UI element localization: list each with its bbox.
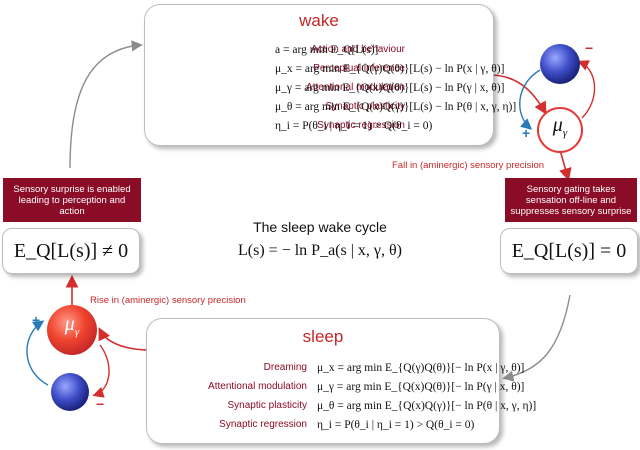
wake-row-attention: Attentional modulation	[145, 79, 405, 97]
wake-row-regression: Synaptic regression	[145, 117, 405, 135]
wake-row-action: Action and behaviour	[145, 41, 405, 59]
sleep-row-label: Dreaming	[263, 362, 307, 373]
mu-node-bottom	[47, 305, 97, 355]
sleep-row-label: Attentional modulation	[208, 381, 307, 392]
wake-row-equation: μ_γ = arg min E_{Q(x)Q(θ)}[L(s) − ln P(γ…	[275, 82, 505, 94]
mu-gamma-top-label: μγ	[552, 114, 568, 139]
arrow-right-down	[502, 294, 571, 382]
sleep-row-equation: μ_θ = arg min E_{Q(x)Q(γ)}[− ln P(θ | x,…	[317, 400, 537, 412]
arrow-mu-to-blue-bottom	[92, 344, 110, 398]
rise-caption: Rise in (aminergic) sensory precision	[90, 295, 246, 306]
wake-row-plasticity: Synaptic plasticity	[145, 98, 405, 116]
center-equation: L(s) = − ln P_a(s | x, γ, θ)	[238, 242, 402, 259]
sleep-row-equation: μ_x = arg min E_{Q(γ)Q(θ)}[− ln P(x | γ,…	[317, 362, 525, 374]
arrow-mu-to-blue-top	[577, 60, 596, 119]
wake-row-label: Synaptic plasticity	[325, 101, 405, 112]
sleep-row-equation: μ_γ = arg min E_{Q(x)Q(θ)}[− ln P(γ | x,…	[317, 381, 525, 393]
mu-node-top	[537, 107, 583, 153]
left-expectation-box: E_Q[L(s)] ≠ 0	[2, 228, 140, 274]
minus-sign-top: −	[585, 40, 594, 56]
sleep-row-label: Synaptic regression	[219, 419, 307, 430]
minus-sign-bottom: −	[96, 396, 105, 412]
wake-row-label: Perceptual inference	[313, 63, 405, 74]
wake-row-perceptual: Perceptual inference	[145, 60, 405, 78]
arrow-left-up	[69, 40, 143, 169]
wake-row-equation: a = arg min E_Q[L(s)]	[275, 44, 379, 56]
sleep-row-plasticity: Synaptic plasticity	[147, 397, 307, 415]
plus-sign-top: +	[522, 125, 531, 141]
fall-caption: Fall in (aminergic) sensory precision	[392, 160, 545, 171]
wake-row-label: Attentional modulation	[306, 82, 405, 93]
arrow-mu-to-gating	[559, 149, 572, 182]
wake-row-equation: μ_x = arg min E_{Q(γ)Q(θ)}[L(s) − ln P(x…	[275, 63, 505, 75]
blue-node-bottom	[51, 373, 89, 411]
plus-sign-bottom: +	[32, 312, 41, 328]
wake-row-equation: η_i = P(θ_i | η_i = 1) > Q(θ_i = 0)	[275, 120, 433, 132]
left-caption-box: Sensory surprise is enabled leading to p…	[3, 178, 141, 222]
sleep-panel: sleep Dreaming μ_x = arg min E_{Q(γ)Q(θ)…	[146, 318, 536, 444]
wake-title: wake	[299, 11, 339, 30]
wake-row-label: Synaptic regression	[317, 120, 405, 131]
arrow-sleep-to-mu	[98, 327, 151, 351]
wake-row-equation: μ_θ = arg min E_{Q(x)Q(γ)}[L(s) − ln P(θ…	[275, 101, 517, 113]
wake-row-label: Action and behaviour	[311, 44, 405, 55]
sleep-row-equation: η_i = P(θ_i | η_i = 1) > Q(θ_i = 0)	[317, 419, 475, 431]
blue-node-top	[540, 44, 580, 84]
right-caption-box: Sensory gating takes sensation off-line …	[505, 178, 637, 222]
right-expectation-box: E_Q[L(s)] = 0	[500, 228, 638, 274]
sleep-title: sleep	[302, 327, 344, 346]
arrow-wake-to-mu	[489, 74, 547, 115]
sleep-row-label: Synaptic plasticity	[227, 400, 307, 411]
arrow-blue-to-mu-top	[519, 69, 541, 130]
sleep-row-attention: Attentional modulation	[147, 378, 307, 396]
sleep-row-regression: Synaptic regression	[147, 416, 307, 434]
sleep-row-dreaming: Dreaming	[147, 359, 307, 377]
wake-panel: wake Action and behaviour a = arg min E_…	[144, 4, 516, 146]
arrow-blue-to-mu-bottom	[26, 320, 49, 386]
center-title: The sleep wake cycle	[253, 219, 387, 235]
mu-gamma-bottom-label: μγ	[64, 313, 80, 338]
